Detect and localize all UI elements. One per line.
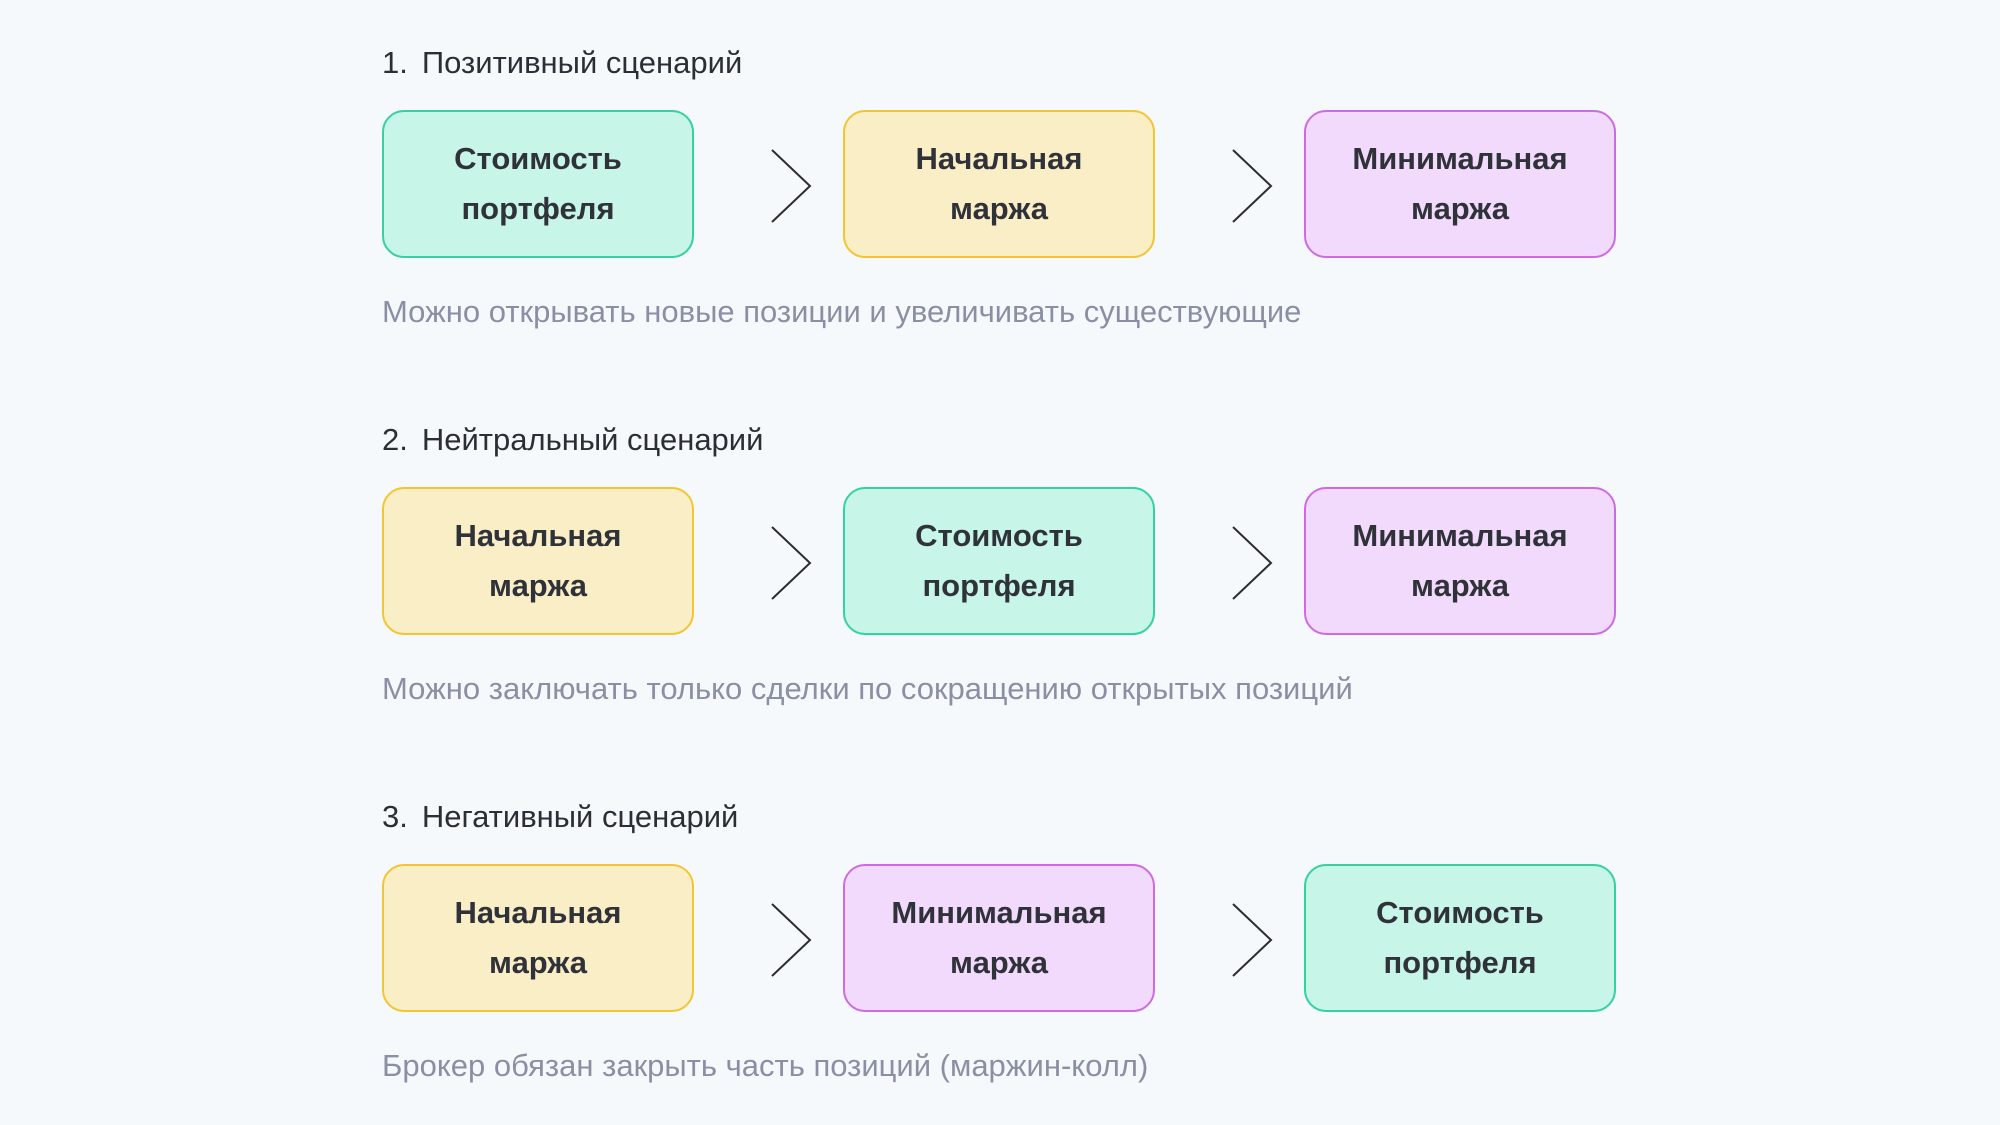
scenario-caption: Можно заключать только сделки по сокраще…: [382, 671, 1353, 706]
box-label: Начальная маржа: [408, 511, 668, 611]
box-portfolio-value: Стоимость портфеля: [382, 110, 694, 258]
box-label-line2: маржа: [489, 568, 587, 603]
box-label-line1: Начальная: [454, 518, 622, 553]
box-label-line2: портфеля: [922, 568, 1076, 603]
scenario-title-text: Нейтральный сценарий: [421, 422, 764, 457]
chevron-right-icon: [1229, 525, 1275, 601]
chevron-right-icon: [1229, 148, 1275, 224]
box-initial-margin: Начальная маржа: [843, 110, 1155, 258]
box-label-line2: маржа: [950, 191, 1048, 226]
scenario-negative: 3. Негативный сценарий Начальная маржа Мин…: [382, 754, 1622, 1083]
box-label-line2: портфеля: [461, 191, 615, 226]
box-label-line2: портфеля: [1383, 945, 1537, 980]
chevron-right-icon: [768, 525, 814, 601]
box-label: Начальная маржа: [869, 134, 1129, 234]
chevron-right-icon: [768, 902, 814, 978]
box-label-line2: маржа: [1411, 568, 1509, 603]
scenario-caption: Можно открывать новые позиции и увеличив…: [382, 294, 1302, 329]
scenario-flow: Начальная маржа Стоимость портфеля Минимал…: [382, 487, 1622, 639]
scenario-neutral: 2. Нейтральный сценарий Начальная маржа Ст…: [382, 377, 1622, 706]
box-label: Стоимость портфеля: [869, 511, 1129, 611]
scenario-flow: Начальная маржа Минимальная маржа Стоимост…: [382, 864, 1622, 1016]
box-label: Начальная маржа: [408, 888, 668, 988]
chevron-right-icon: [1229, 902, 1275, 978]
box-initial-margin: Начальная маржа: [382, 864, 694, 1012]
box-label-line1: Стоимость: [1376, 895, 1544, 930]
box-minimum-margin: Минимальная маржа: [1304, 487, 1616, 635]
scenario-title: 2. Нейтральный сценарий: [382, 420, 763, 460]
scenario-positive: 1. Позитивный сценарий Стоимость портфеля …: [382, 0, 1622, 329]
box-label-line2: маржа: [950, 945, 1048, 980]
box-label: Минимальная маржа: [869, 888, 1129, 988]
box-label: Минимальная маржа: [1330, 134, 1590, 234]
scenario-caption: Брокер обязан закрыть часть позиций (мар…: [382, 1048, 1149, 1083]
box-initial-margin: Начальная маржа: [382, 487, 694, 635]
box-label: Минимальная маржа: [1330, 511, 1590, 611]
box-label-line1: Начальная: [915, 141, 1083, 176]
box-label-line1: Стоимость: [915, 518, 1083, 553]
scenario-flow: Стоимость портфеля Начальная маржа Минимал…: [382, 110, 1622, 262]
box-label-line1: Минимальная: [1352, 141, 1568, 176]
chevron-right-icon: [768, 148, 814, 224]
box-label: Стоимость портфеля: [1330, 888, 1590, 988]
box-minimum-margin: Минимальная маржа: [1304, 110, 1616, 258]
scenario-title: 1. Позитивный сценарий: [382, 43, 742, 83]
box-portfolio-value: Стоимость портфеля: [843, 487, 1155, 635]
box-label: Стоимость портфеля: [408, 134, 668, 234]
box-portfolio-value: Стоимость портфеля: [1304, 864, 1616, 1012]
scenario-number: 3.: [382, 799, 408, 834]
scenario-title-text: Негативный сценарий: [421, 799, 739, 834]
box-label-line1: Стоимость: [454, 141, 622, 176]
box-label-line2: маржа: [1411, 191, 1509, 226]
box-label-line2: маржа: [489, 945, 587, 980]
box-label-line1: Начальная: [454, 895, 622, 930]
scenario-title-text: Позитивный сценарий: [421, 45, 743, 80]
scenario-number: 2.: [382, 422, 408, 457]
box-label-line1: Минимальная: [891, 895, 1107, 930]
scenario-number: 1.: [382, 45, 408, 80]
box-minimum-margin: Минимальная маржа: [843, 864, 1155, 1012]
box-label-line1: Минимальная: [1352, 518, 1568, 553]
scenario-title: 3. Негативный сценарий: [382, 797, 738, 837]
